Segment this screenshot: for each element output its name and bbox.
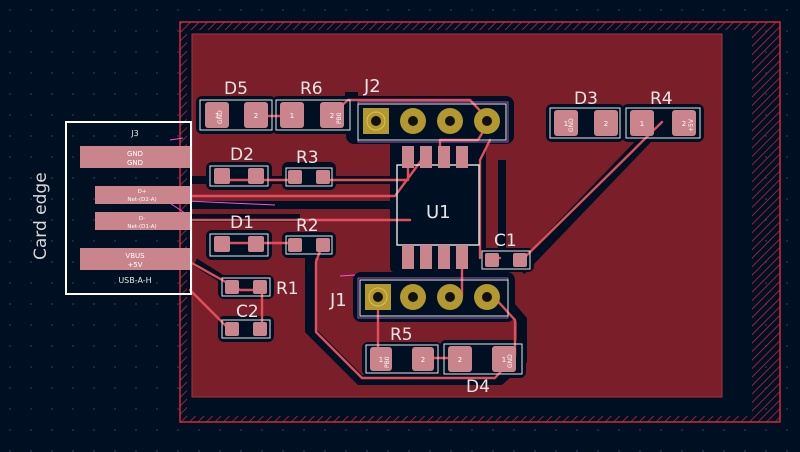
c1-reference: C1 — [494, 231, 517, 251]
u1-top-pads[interactable] — [402, 146, 468, 168]
d4-net-gnd: GND — [507, 354, 514, 368]
j3-pad-dplus-label-b: Net-(D2-A) — [127, 197, 156, 203]
j3-reference: J3 — [130, 129, 138, 138]
j3-pad-dplus-label-a: D+ — [138, 189, 147, 195]
d4-led[interactable]: 2 1 — [443, 343, 523, 375]
r6-pad1-label: 1 — [290, 112, 294, 120]
j3-pad-gnd[interactable] — [80, 146, 190, 168]
j1-pin-4[interactable] — [474, 284, 500, 310]
r1-resistor[interactable] — [221, 277, 271, 297]
d3-reference: D3 — [574, 89, 598, 109]
r4-pad1-label: 1 — [640, 120, 644, 128]
card-edge-label: Card edge — [31, 172, 51, 260]
j3-pad-dminus-label-a: D- — [139, 216, 145, 222]
d5-pad2-label: 2 — [254, 112, 258, 120]
r6-resistor[interactable]: 1 2 — [275, 99, 351, 131]
c1-capacitor[interactable] — [481, 250, 531, 270]
u1-reference: U1 — [426, 202, 451, 223]
j3-pad-dplus[interactable] — [95, 186, 190, 204]
r5-pad1-label: 1 — [379, 356, 383, 364]
r6-pad2-label: 2 — [330, 112, 334, 120]
d3-pad2-label: 2 — [604, 120, 608, 128]
d5-net-gnd: GND — [217, 110, 224, 124]
c2-capacitor[interactable] — [221, 319, 271, 339]
j1-pin-3[interactable] — [437, 284, 463, 310]
j1-pin-2[interactable] — [400, 284, 426, 310]
d3-pad1-label: 1 — [564, 120, 568, 128]
j2-pin-2[interactable] — [400, 108, 426, 134]
r4-resistor[interactable]: 1 2 — [625, 107, 701, 139]
r3-reference: R3 — [296, 148, 319, 168]
j1-pin-1[interactable] — [365, 284, 391, 310]
j3-pad-dminus[interactable] — [95, 212, 190, 230]
r6-net-pb0: PB0 — [336, 112, 343, 124]
r3-resistor[interactable] — [285, 167, 333, 187]
d4-reference: D4 — [466, 377, 490, 397]
j3-usb-connector[interactable]: J3 USB-A-H GND GND D+ Net-(D2-A) D- Net-… — [65, 121, 192, 295]
r2-reference: R2 — [296, 216, 319, 236]
j3-pad-gnd-label-b: GND — [127, 159, 143, 167]
j3-pad-vbus[interactable] — [80, 248, 190, 270]
r5-resistor[interactable]: 1 2 — [365, 344, 439, 374]
r5-net-pb0: PB0 — [384, 356, 391, 368]
j3-pad-dminus-label-b: Net-(D1-A) — [127, 224, 156, 230]
j1-reference: J1 — [329, 290, 347, 311]
r2-resistor[interactable] — [285, 235, 333, 255]
r5-reference: R5 — [390, 325, 413, 345]
j2-pin-3[interactable] — [437, 108, 463, 134]
d1-reference: D1 — [230, 213, 254, 233]
d3-net-gnd: GND — [568, 118, 575, 132]
d5-reference: D5 — [224, 79, 248, 99]
d2-diode[interactable] — [209, 165, 269, 187]
j2-pin-1[interactable] — [363, 108, 389, 134]
r4-pad2-label: 2 — [682, 120, 686, 128]
d5-led[interactable]: 1 2 — [199, 99, 273, 131]
r5-pad2-label: 2 — [421, 356, 425, 364]
u1-ic[interactable] — [396, 146, 480, 269]
r1-reference: R1 — [276, 279, 299, 299]
u1-bottom-pads[interactable] — [402, 245, 468, 269]
j3-pad-vbus-label-a: VBUS — [125, 252, 145, 260]
j2-pin-4[interactable] — [474, 108, 500, 134]
d4-pad2-label: 1 — [502, 356, 506, 364]
j1-header[interactable] — [357, 277, 509, 319]
d4-pad1-label: 2 — [458, 356, 462, 364]
pad-net-labels: GND PB0 GND +5V PB0 GND — [217, 110, 695, 368]
r4-reference: R4 — [650, 89, 673, 109]
r6-reference: R6 — [300, 79, 323, 99]
d2-reference: D2 — [230, 145, 254, 165]
c2-reference: C2 — [236, 302, 259, 322]
r4-net-5v: +5V — [688, 118, 695, 132]
d1-diode[interactable] — [209, 233, 269, 257]
d3-led[interactable]: 1 2 — [549, 107, 621, 139]
d5-pad1-label: 1 — [215, 112, 219, 120]
j3-pad-vbus-label-b: +5V — [127, 261, 142, 269]
usb-footprint-name: USB-A-H — [118, 276, 151, 285]
j3-pad-gnd-label-a: GND — [127, 150, 143, 158]
j2-reference: J2 — [363, 76, 381, 97]
j2-header[interactable] — [357, 101, 509, 143]
